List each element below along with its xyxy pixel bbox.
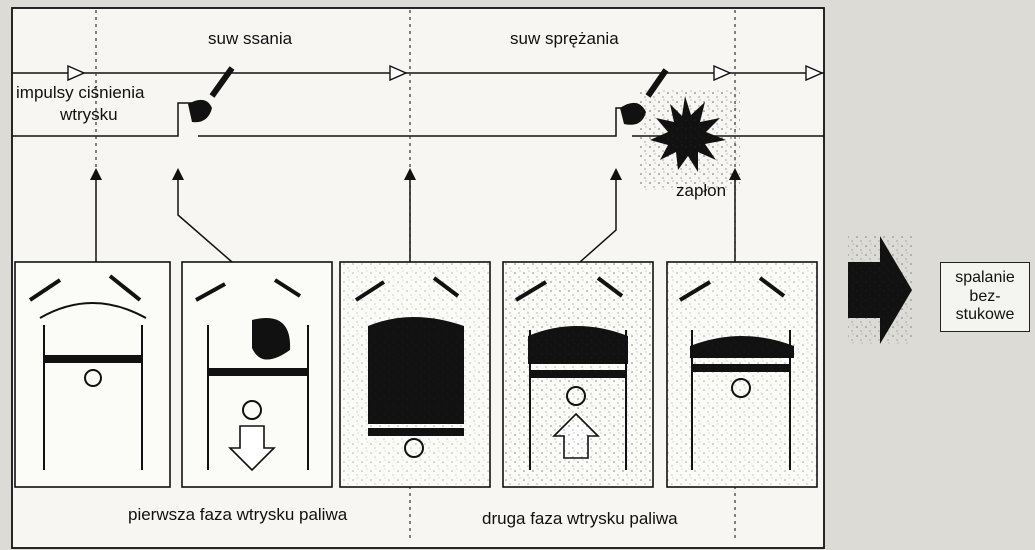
cylinder-panel-5 bbox=[667, 262, 817, 487]
cylinder-panel-4 bbox=[503, 262, 653, 487]
spark-scatter bbox=[640, 90, 740, 190]
label-zaplon: zapłon bbox=[676, 182, 726, 201]
label-spalanie: spalanie bez- stukowe bbox=[955, 269, 1015, 324]
label-suw-ssania: suw ssania bbox=[208, 30, 292, 49]
spalanie-box: spalanie bez- stukowe bbox=[940, 262, 1030, 332]
cylinder-panel-3 bbox=[340, 262, 490, 487]
label-impulsy-line1: impulsy ciśnienia bbox=[16, 84, 145, 103]
label-druga-faza: druga faza wtrysku paliwa bbox=[482, 510, 678, 529]
label-pierwsza-faza: pierwsza faza wtrysku paliwa bbox=[128, 506, 347, 525]
label-impulsy-line2: wtrysku bbox=[60, 106, 118, 125]
label-suw-sprezania: suw sprężania bbox=[510, 30, 619, 49]
cylinder-panel-1 bbox=[15, 262, 170, 487]
result-arrow-scatter bbox=[848, 236, 912, 344]
cylinder-panel-2 bbox=[182, 262, 332, 487]
